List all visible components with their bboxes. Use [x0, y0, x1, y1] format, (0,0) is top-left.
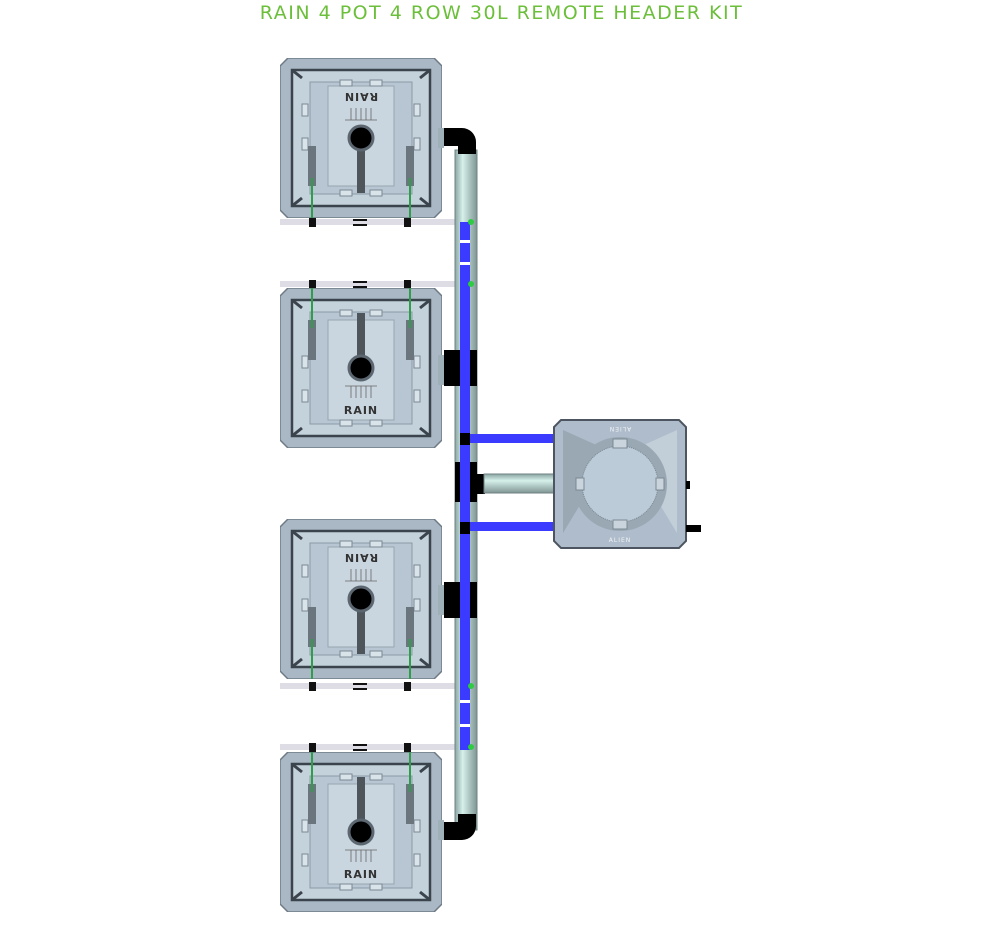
svg-text:ALIEN: ALIEN: [609, 537, 632, 544]
pot-1: RAIN: [280, 58, 442, 218]
pot-3: RAIN: [280, 519, 442, 679]
svg-text:RAIN: RAIN: [344, 404, 378, 417]
drip-line-3: [280, 683, 470, 689]
tank-pipe: [483, 473, 557, 494]
svg-text:RAIN: RAIN: [344, 868, 378, 881]
feed-line-bottom: [470, 522, 556, 531]
tank-pipe-fitting: [470, 474, 485, 494]
drip-line-2: [280, 281, 470, 287]
feed-line-top: [470, 434, 556, 443]
drip-line-4: [280, 744, 470, 750]
top-elbow: [442, 128, 476, 154]
diagram-title: RAIN 4 POT 4 ROW 30L REMOTE HEADER KIT: [259, 2, 744, 24]
svg-text:RAIN: RAIN: [344, 551, 378, 564]
pot-2-connector: [444, 350, 458, 386]
feed-line-vertical: [460, 222, 470, 750]
bottom-elbow: [442, 814, 476, 840]
svg-text:ALIEN: ALIEN: [609, 425, 632, 432]
drip-lines: [280, 218, 470, 752]
reservoir-tank: ALIEN ALIEN: [553, 419, 701, 549]
header-pipe: [438, 128, 478, 840]
drip-line-1: [280, 219, 470, 225]
svg-text:RAIN: RAIN: [344, 90, 378, 103]
pot-4: RAIN: [280, 752, 442, 912]
tank-outlet-small: [686, 481, 690, 489]
tank-outlet: [686, 525, 701, 532]
pot-3-connector: [444, 582, 458, 618]
pot-2: RAIN: [280, 288, 442, 448]
